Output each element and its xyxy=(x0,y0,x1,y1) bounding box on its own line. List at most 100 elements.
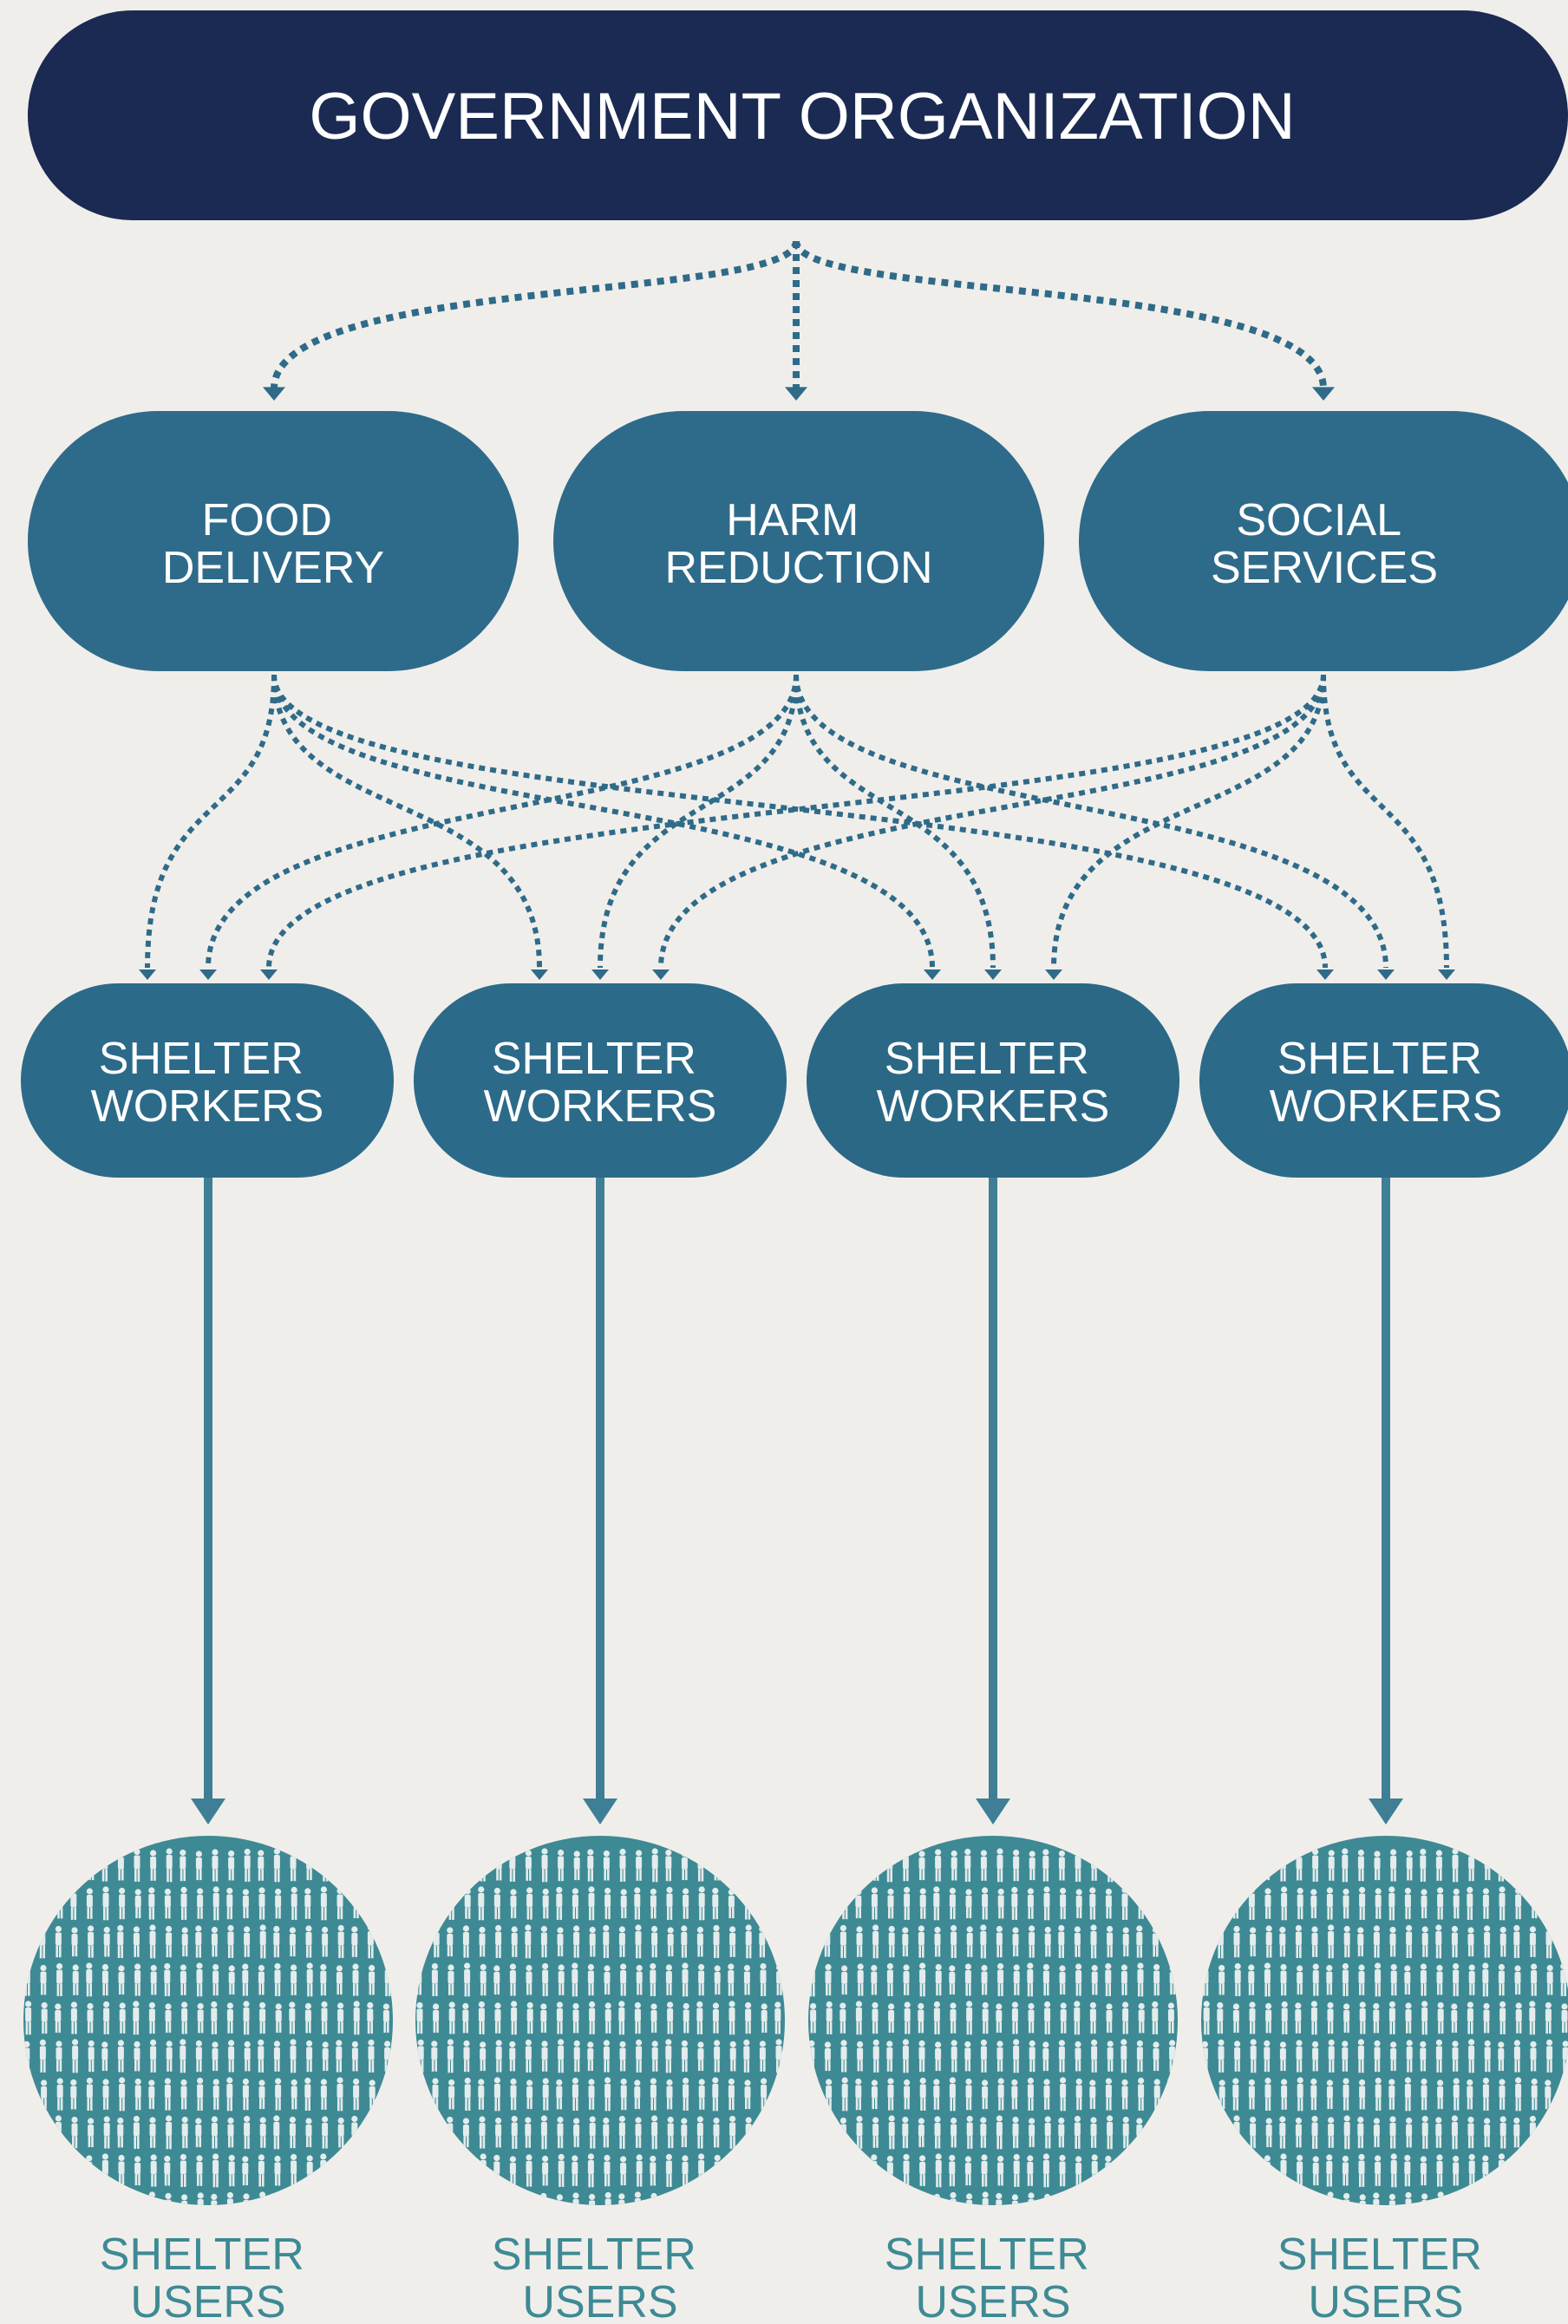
person-leg xyxy=(1346,2098,1349,2111)
person-body xyxy=(935,2160,942,2175)
person-leg xyxy=(325,2060,329,2072)
person-leg xyxy=(278,2174,281,2186)
person-leg xyxy=(1206,2021,1210,2035)
person-head xyxy=(1545,2191,1552,2198)
person-figure xyxy=(681,2118,688,2148)
person-head xyxy=(542,1888,549,1896)
person-figure xyxy=(871,2154,878,2187)
person-head xyxy=(743,2154,751,2161)
person-figure xyxy=(369,1887,376,1920)
person-head xyxy=(1027,1962,1034,1969)
person-head xyxy=(1074,1926,1081,1933)
person-leg xyxy=(232,1983,235,1995)
person-body xyxy=(1467,1934,1474,1946)
person-head xyxy=(683,2002,689,2010)
person-body xyxy=(1530,1855,1537,1870)
person-figure xyxy=(966,2001,973,2035)
person-leg xyxy=(765,2212,768,2224)
person-head xyxy=(493,1887,501,1895)
person-body xyxy=(1153,2086,1160,2099)
person-body xyxy=(997,2085,1004,2099)
person-leg xyxy=(1330,1907,1333,1920)
person-figure xyxy=(1297,1887,1303,1920)
person-figure xyxy=(1091,1964,1098,1995)
person-leg xyxy=(697,2212,700,2223)
person-leg xyxy=(341,2212,343,2225)
person-body xyxy=(1043,2086,1050,2099)
person-leg xyxy=(1455,2060,1459,2072)
person-leg xyxy=(369,2174,372,2187)
person-leg xyxy=(291,1907,294,1920)
person-leg xyxy=(276,2212,278,2224)
person-leg xyxy=(261,1869,264,1881)
person-body xyxy=(1467,2086,1473,2099)
person-head xyxy=(117,2117,124,2125)
person-body xyxy=(197,1895,204,1908)
person-leg xyxy=(338,1945,341,1958)
person-head xyxy=(1060,2002,1067,2009)
person-leg xyxy=(451,1983,454,1995)
person-leg xyxy=(149,2021,152,2034)
person-figure xyxy=(1091,2039,1098,2073)
person-leg xyxy=(136,2021,139,2035)
person-leg xyxy=(244,2136,247,2149)
person-body xyxy=(1435,1931,1442,1946)
person-leg xyxy=(1316,2174,1319,2186)
person-head xyxy=(368,2039,375,2047)
person-head xyxy=(951,2040,957,2047)
person-body xyxy=(696,2007,703,2022)
person-body xyxy=(511,2200,518,2205)
person-head xyxy=(1012,2116,1019,2124)
person-body xyxy=(134,2047,140,2060)
person-head xyxy=(1562,1848,1568,1855)
person-leg xyxy=(1562,2021,1565,2034)
person-leg xyxy=(1093,1907,1095,1920)
person-leg xyxy=(1519,2212,1522,2225)
dotted-arrow-head xyxy=(652,969,670,980)
person-head xyxy=(1373,2002,1380,2010)
person-body xyxy=(728,1970,735,1984)
person-figure xyxy=(464,2077,471,2111)
person-figure xyxy=(102,1886,109,1921)
person-body xyxy=(197,2084,204,2099)
person-body xyxy=(1468,2046,1475,2060)
person-leg xyxy=(1269,1945,1272,1958)
person-body xyxy=(1531,2163,1538,2175)
dotted-connector xyxy=(206,674,799,969)
person-leg xyxy=(340,2098,343,2112)
person-leg xyxy=(1109,2098,1112,2111)
person-body xyxy=(951,1931,957,1946)
person-body xyxy=(1421,1933,1428,1946)
person-leg xyxy=(278,1907,281,1919)
person-leg xyxy=(1140,1869,1143,1881)
person-leg xyxy=(495,1945,499,1958)
person-leg xyxy=(748,2212,751,2225)
person-leg xyxy=(107,2136,110,2149)
person-leg xyxy=(88,2060,91,2073)
person-body xyxy=(588,1893,595,1908)
person-body xyxy=(369,2161,376,2175)
person-head xyxy=(604,1887,611,1895)
person-leg xyxy=(954,2060,957,2073)
person-body xyxy=(729,1933,736,1946)
person-leg xyxy=(420,1907,422,1920)
person-figure xyxy=(197,2192,204,2205)
person-figure xyxy=(1167,1887,1174,1920)
person-head xyxy=(775,2039,782,2046)
person-leg xyxy=(1029,1945,1032,1958)
person-body xyxy=(166,1855,173,1870)
person-leg xyxy=(1313,2174,1316,2186)
person-leg xyxy=(1562,2136,1565,2150)
person-body xyxy=(951,2124,957,2137)
person-head xyxy=(871,2154,878,2161)
person-body xyxy=(226,2009,233,2022)
person-head xyxy=(133,2115,140,2123)
person-body xyxy=(1513,2047,1520,2060)
person-body xyxy=(573,1857,580,1870)
person-head xyxy=(1498,2153,1505,2160)
person-head xyxy=(244,2115,251,2123)
person-leg xyxy=(117,2136,121,2148)
person-leg xyxy=(650,2174,653,2186)
person-leg xyxy=(279,2212,282,2224)
